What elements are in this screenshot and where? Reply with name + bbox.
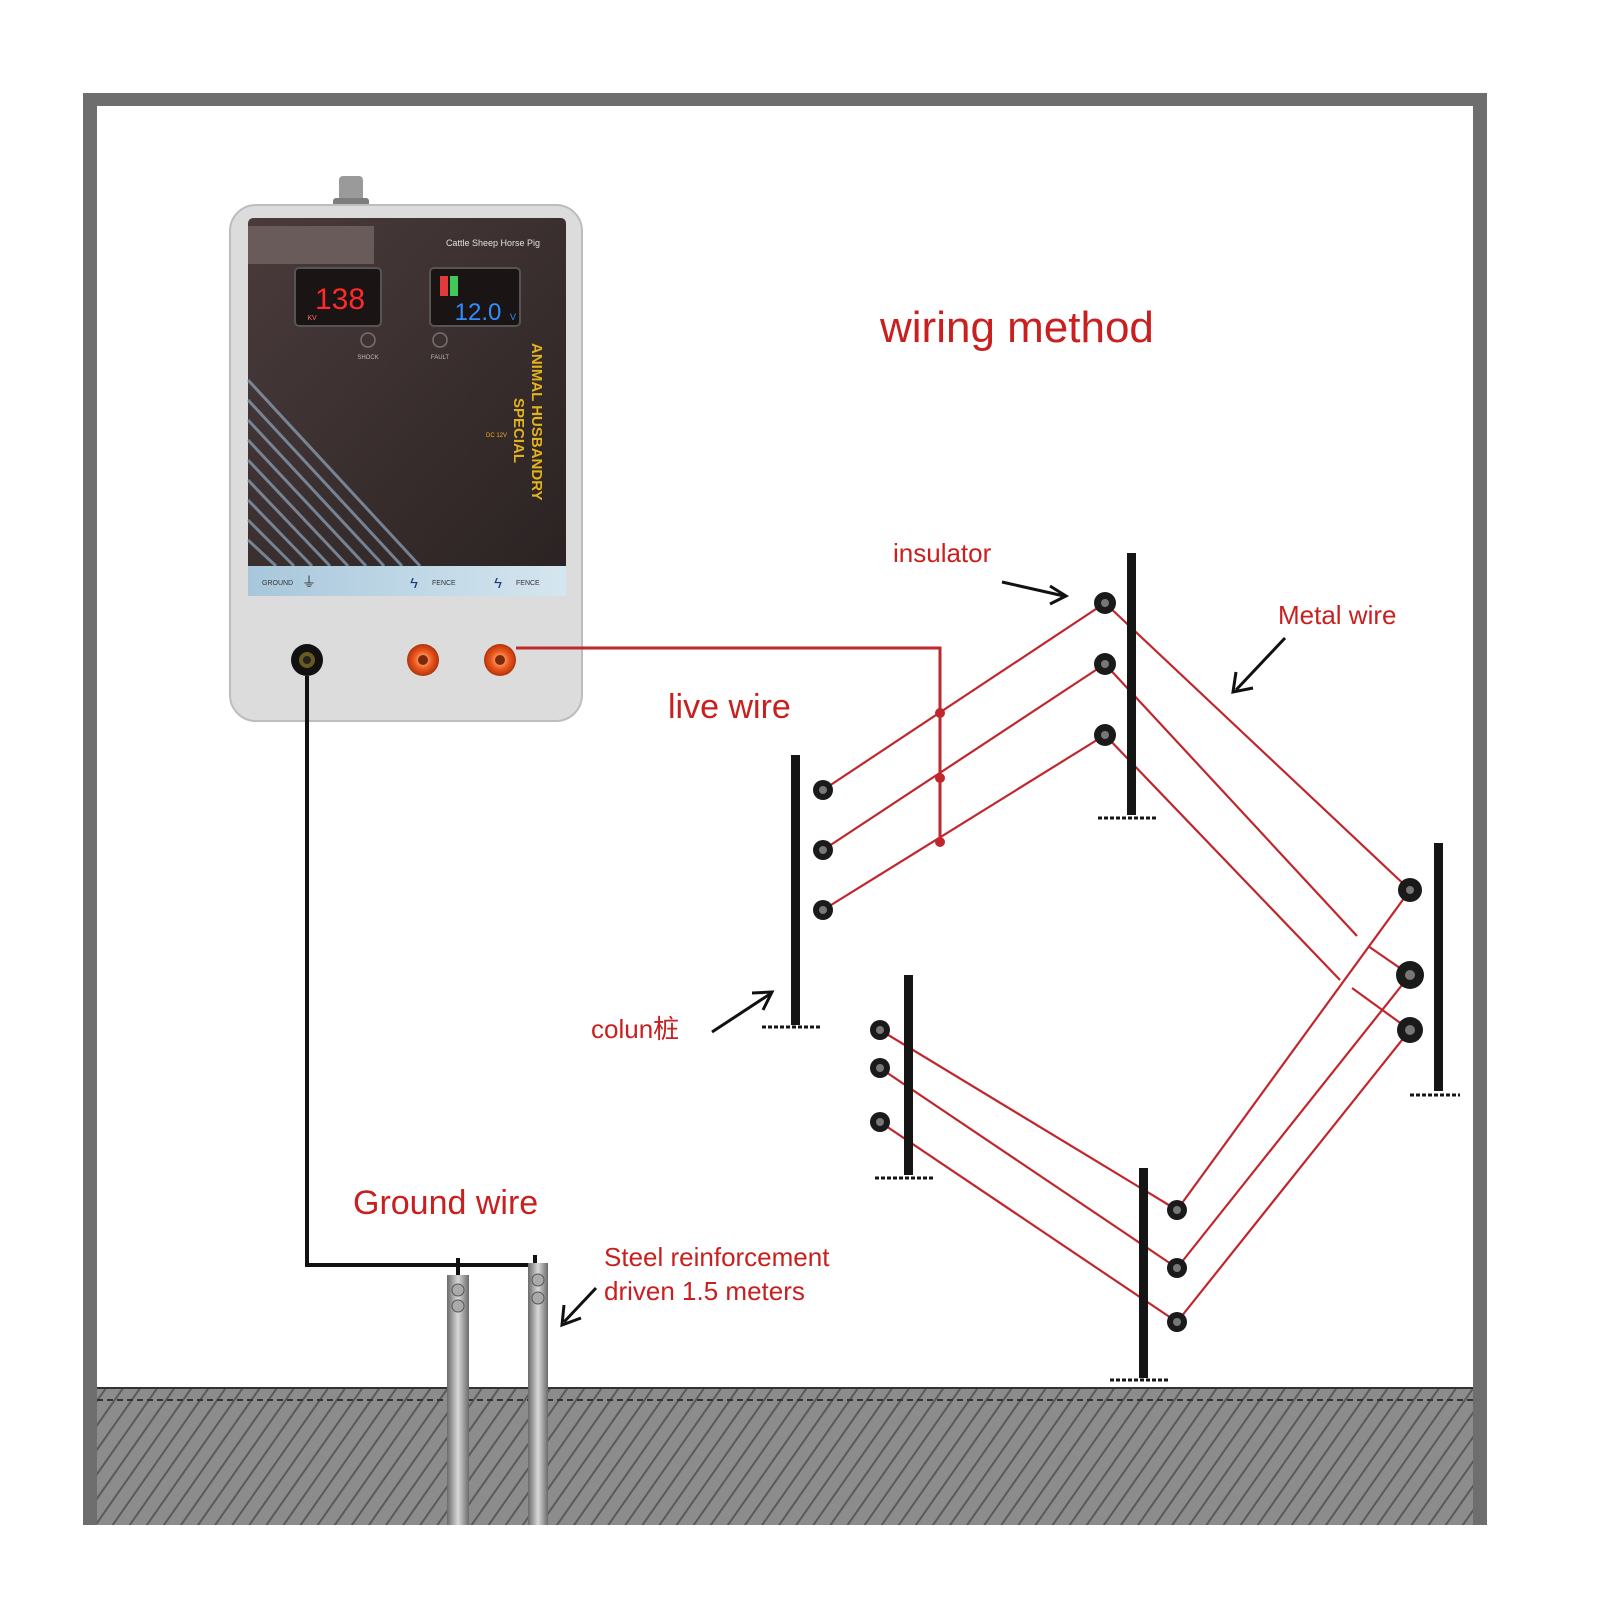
arrow-icon bbox=[560, 1286, 598, 1328]
face-stripes bbox=[246, 378, 422, 568]
battery-bar-green bbox=[450, 276, 458, 296]
lightning-icon: ϟ bbox=[494, 575, 502, 592]
insulator-icon bbox=[1396, 961, 1424, 989]
insulators bbox=[813, 592, 1424, 1332]
fence-post bbox=[875, 975, 935, 1180]
terminal-label-band bbox=[248, 566, 566, 596]
battery-readout: 12.0 bbox=[455, 299, 502, 326]
brand-text: ANIMAL HUSBANDRY SPECIAL bbox=[510, 343, 545, 501]
insulator-icon bbox=[870, 1058, 890, 1078]
fence-terminal-1 bbox=[407, 644, 439, 676]
arrow-icon bbox=[1001, 580, 1070, 606]
insulator-icon bbox=[1167, 1258, 1187, 1278]
insulator-label: insulator bbox=[893, 538, 992, 568]
fence-post bbox=[1410, 843, 1460, 1097]
insulator-icon bbox=[813, 780, 833, 800]
device-subtitle: Cattle Sheep Horse Pig bbox=[446, 238, 540, 248]
insulator-icon bbox=[1398, 878, 1422, 902]
metal-wire-label: Metal wire bbox=[1278, 600, 1396, 630]
ground-soil bbox=[97, 1387, 1473, 1525]
fence-strands bbox=[822, 602, 1411, 1323]
ground-wire bbox=[305, 676, 537, 1267]
ground-rods bbox=[447, 1258, 548, 1525]
fence-strand bbox=[1176, 889, 1411, 1211]
annotation-arrows bbox=[560, 580, 1287, 1328]
fence-strand bbox=[1176, 1029, 1411, 1323]
steel-rod-label-line-2: driven 1.5 meters bbox=[604, 1276, 805, 1306]
shock-indicator-lamp bbox=[360, 332, 376, 348]
steel-rod-label-line-1: Steel reinforcement bbox=[604, 1242, 830, 1272]
voltage-readout: 138 bbox=[315, 283, 365, 316]
shock-indicator-label: SHOCK bbox=[357, 355, 378, 361]
insulator-icon bbox=[870, 1020, 890, 1040]
fence-strand bbox=[1104, 734, 1341, 981]
fence-post bbox=[1110, 1168, 1170, 1382]
insulator-icon bbox=[1094, 592, 1116, 614]
column-label: colun桩 bbox=[591, 1014, 679, 1044]
battery-bar-red bbox=[440, 276, 448, 296]
fence-terminal-label-1: FENCE bbox=[432, 580, 456, 587]
fence-strand bbox=[879, 1029, 1178, 1211]
insulator-icon bbox=[1094, 724, 1116, 746]
fence-posts bbox=[762, 553, 1460, 1382]
dc-label: DC 12V bbox=[486, 433, 507, 439]
fence-strand bbox=[879, 1121, 1178, 1323]
diagram-title: wiring method bbox=[879, 303, 1154, 352]
arrow-icon bbox=[711, 990, 775, 1034]
fence-strand bbox=[822, 663, 1106, 851]
fence-post bbox=[1098, 553, 1158, 820]
fence-strand bbox=[822, 734, 1106, 911]
battery-unit: V bbox=[510, 312, 516, 322]
ground-symbol-icon: ⏚ bbox=[302, 574, 316, 590]
fence-strand bbox=[1176, 974, 1411, 1269]
lightning-icon: ϟ bbox=[410, 575, 418, 592]
fence-terminal-label-2: FENCE bbox=[516, 580, 540, 587]
fence-strand bbox=[1104, 602, 1411, 891]
ground-rod bbox=[447, 1258, 469, 1525]
insulator-icon bbox=[1167, 1200, 1187, 1220]
insulator-icon bbox=[1094, 653, 1116, 675]
voltage-display bbox=[294, 267, 382, 327]
arrow-icon bbox=[1231, 636, 1287, 694]
brand-line-1: ANIMAL HUSBANDRY bbox=[528, 343, 545, 501]
brand-line-2: SPECIAL bbox=[510, 398, 527, 463]
fence-strand bbox=[822, 602, 1106, 791]
insulator-icon bbox=[813, 900, 833, 920]
fault-indicator-label: FAULT bbox=[431, 355, 450, 361]
ground-rod bbox=[528, 1263, 548, 1525]
voltage-unit: KV bbox=[307, 315, 317, 322]
fence-post bbox=[762, 755, 822, 1029]
fault-indicator-lamp bbox=[432, 332, 448, 348]
live-wire-label: live wire bbox=[668, 688, 791, 726]
ground-wire-label: Ground wire bbox=[353, 1184, 538, 1222]
insulator-icon bbox=[870, 1112, 890, 1132]
ground-terminal-label: GROUND bbox=[262, 580, 293, 587]
ground-terminal bbox=[291, 644, 323, 676]
insulator-icon bbox=[1167, 1312, 1187, 1332]
fence-terminal-2 bbox=[484, 644, 516, 676]
fence-energizer-device: Cattle Sheep Horse Pig 138 KV 12.0 V SHO… bbox=[229, 176, 583, 722]
insulator-icon bbox=[813, 840, 833, 860]
insulator-icon bbox=[1397, 1017, 1423, 1043]
fence-strand bbox=[879, 1067, 1178, 1269]
fence-strand bbox=[1104, 663, 1358, 937]
